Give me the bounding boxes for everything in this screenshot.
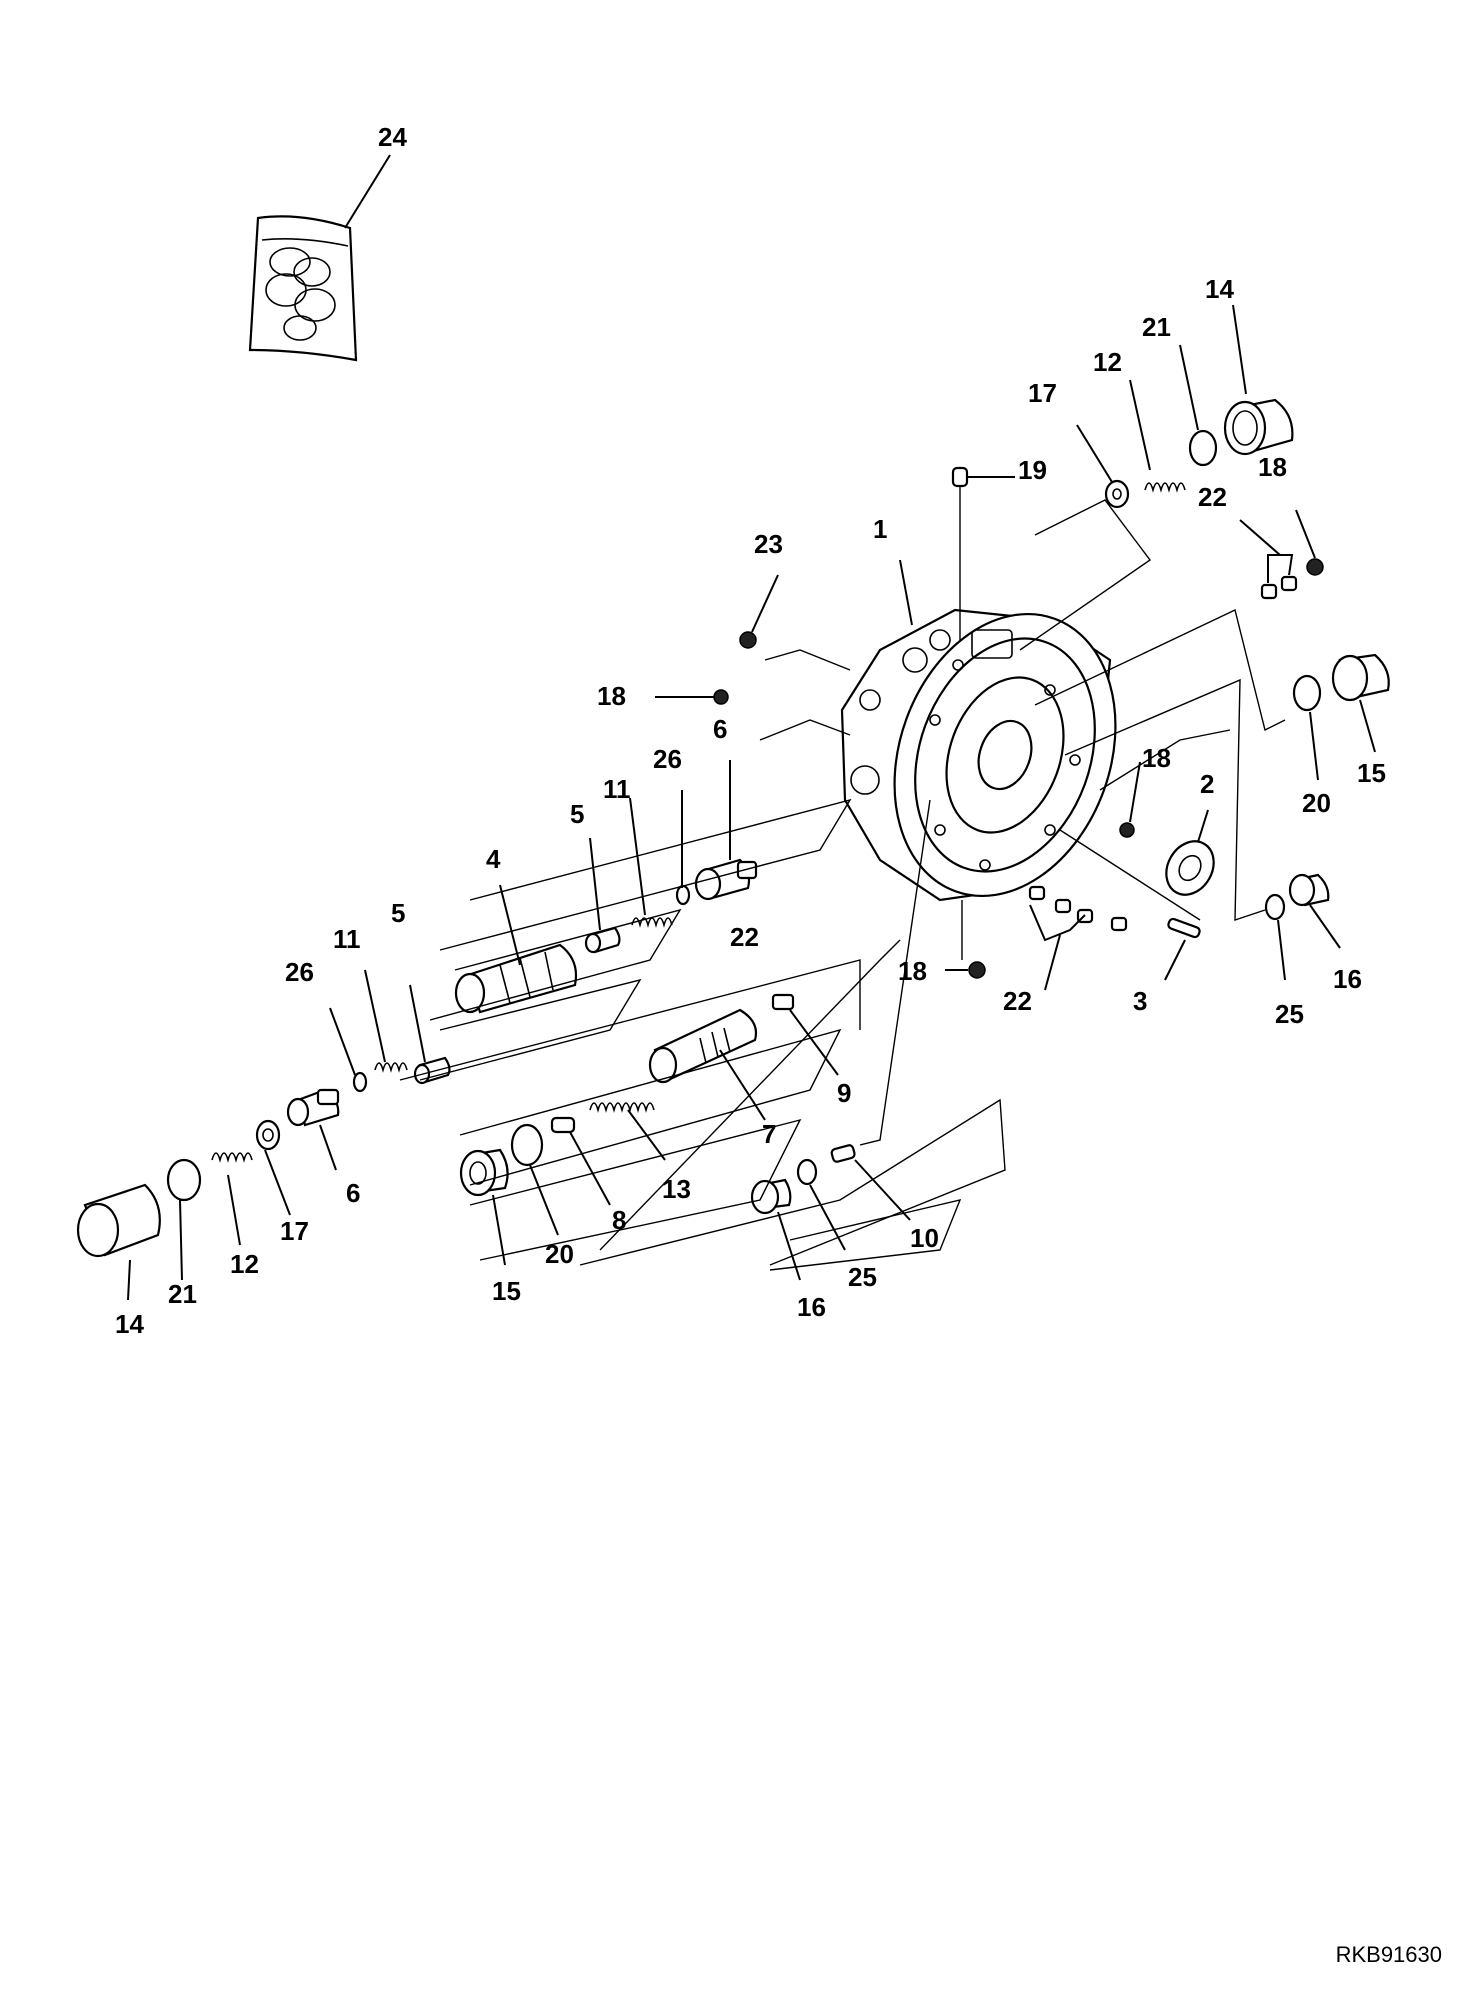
callout-15: 15 <box>1357 758 1386 788</box>
callout-3: 3 <box>1133 986 1147 1016</box>
callout-9: 9 <box>837 1078 851 1108</box>
callout-7: 7 <box>762 1119 776 1149</box>
callout-21: 21 <box>168 1279 197 1309</box>
callout-23: 23 <box>754 529 783 559</box>
callout-12: 12 <box>1093 347 1122 377</box>
right-middle-parts <box>1292 653 1390 781</box>
callout-22: 22 <box>1198 482 1227 512</box>
seal-kit-bag <box>248 154 391 362</box>
callout-5: 5 <box>391 898 405 928</box>
callout-8: 8 <box>612 1205 626 1235</box>
callout-21: 21 <box>1142 312 1171 342</box>
callout-18: 18 <box>1142 743 1171 773</box>
callout-24: 24 <box>378 122 407 152</box>
pin-3 <box>1164 917 1201 981</box>
callout-17: 17 <box>280 1216 309 1246</box>
right-top-parts <box>1076 304 1294 509</box>
center-spool <box>459 993 839 1266</box>
callout-20: 20 <box>545 1239 574 1269</box>
callout-6: 6 <box>713 714 727 744</box>
callout-19: 19 <box>1018 455 1047 485</box>
callout-25: 25 <box>1275 999 1304 1029</box>
callout-11: 11 <box>603 774 631 804</box>
valve-housing <box>840 559 1117 902</box>
callout-25: 25 <box>848 1262 877 1292</box>
callout-11: 11 <box>333 924 361 954</box>
callout-22: 22 <box>1003 986 1032 1016</box>
part-2 <box>1119 761 1215 896</box>
callout-14: 14 <box>115 1309 144 1339</box>
callout-14: 14 <box>1205 274 1234 304</box>
callout-12: 12 <box>230 1249 259 1279</box>
callout-15: 15 <box>492 1276 521 1306</box>
drawing-code: RKB91630 <box>1335 1942 1442 1967</box>
right-lower-parts <box>1264 873 1341 981</box>
left-spool-upper <box>454 760 758 1014</box>
callout-20: 20 <box>1302 788 1331 818</box>
plug-18-left <box>655 689 729 705</box>
callout-13: 13 <box>662 1174 691 1204</box>
plug-23 <box>739 574 779 649</box>
callout-1: 1 <box>873 514 887 544</box>
callout-16: 16 <box>1333 964 1362 994</box>
callout-5: 5 <box>570 799 584 829</box>
plug-19 <box>951 466 1015 640</box>
callout-18: 18 <box>1258 452 1287 482</box>
callout-2: 2 <box>1200 769 1214 799</box>
callout-10: 10 <box>910 1223 939 1253</box>
plugs-22-18-top-right <box>1239 509 1324 600</box>
callout-4: 4 <box>486 844 501 874</box>
callout-22: 22 <box>730 922 759 952</box>
callout-26: 26 <box>285 957 314 987</box>
lower-center-parts <box>750 1144 911 1281</box>
plugs-22-center <box>945 885 1128 991</box>
assembly-guide-lines <box>399 499 1286 1271</box>
callout-18: 18 <box>597 681 626 711</box>
callout-labels: 24 14 21 12 17 19 18 22 23 1 18 6 26 11 … <box>115 122 1386 1339</box>
callout-16: 16 <box>797 1292 826 1322</box>
callout-26: 26 <box>653 744 682 774</box>
callout-6: 6 <box>346 1178 360 1208</box>
left-spool-lower <box>76 969 451 1301</box>
callout-17: 17 <box>1028 378 1057 408</box>
callout-18: 18 <box>898 956 927 986</box>
